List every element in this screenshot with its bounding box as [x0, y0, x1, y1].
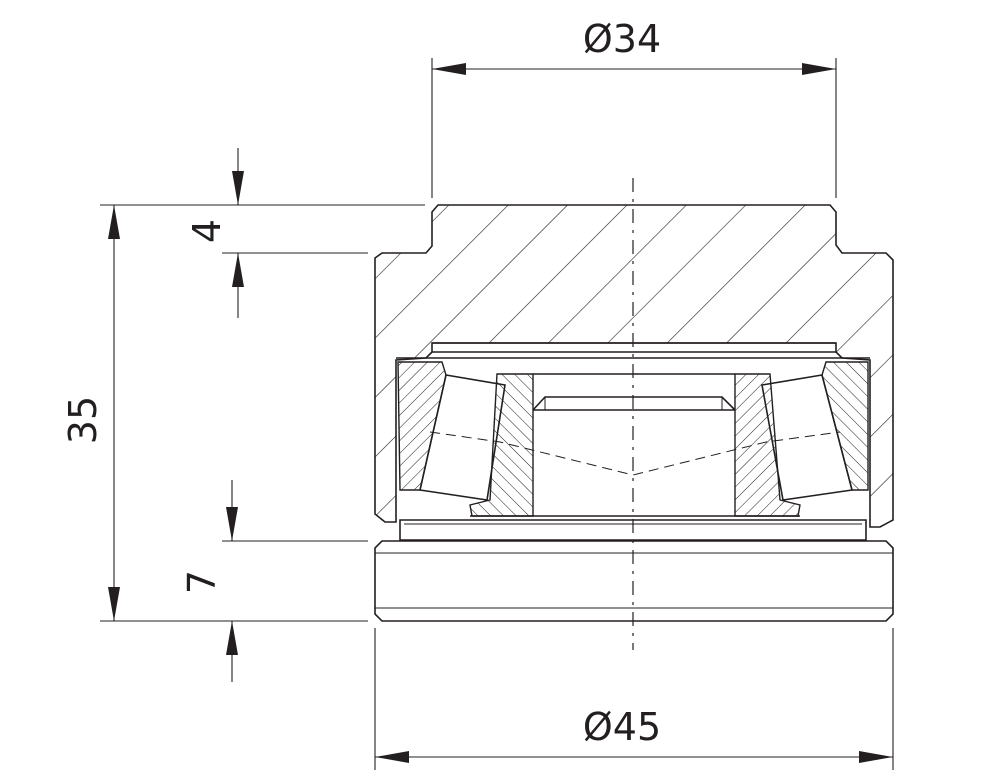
retaining-ring [399, 519, 867, 541]
dim-o34-arrow-left [432, 63, 466, 75]
base-plate [374, 540, 894, 622]
dim-o45-arrow-right [859, 751, 893, 763]
dim-35-arrow-top [108, 205, 120, 239]
outer-cup-right [821, 361, 869, 491]
dim-o45-arrow-left [375, 751, 409, 763]
dim-4-label: 4 [185, 219, 229, 243]
roller-left [419, 374, 506, 501]
dim-7-arrow-bottom [226, 621, 238, 655]
dim-o45-label: Ø45 [583, 705, 661, 749]
housing-body [374, 204, 894, 528]
dim-o34-label: Ø34 [583, 17, 661, 61]
outer-cup-left [397, 361, 447, 491]
roller-axis-lines [429, 431, 841, 476]
inner-cone-left [469, 373, 534, 517]
dim-7-label: 7 [180, 570, 224, 594]
dim-o34-arrow-right [802, 63, 836, 75]
inner-cone-right [734, 373, 801, 517]
dim-35-label: 35 [61, 396, 105, 444]
dim-4-arrow-bottom [232, 253, 244, 287]
dim-7-arrow-top [226, 507, 238, 541]
dim-4-arrow-top [232, 171, 244, 205]
bore-chamfer [532, 396, 736, 411]
dim-35-arrow-bottom [108, 587, 120, 621]
